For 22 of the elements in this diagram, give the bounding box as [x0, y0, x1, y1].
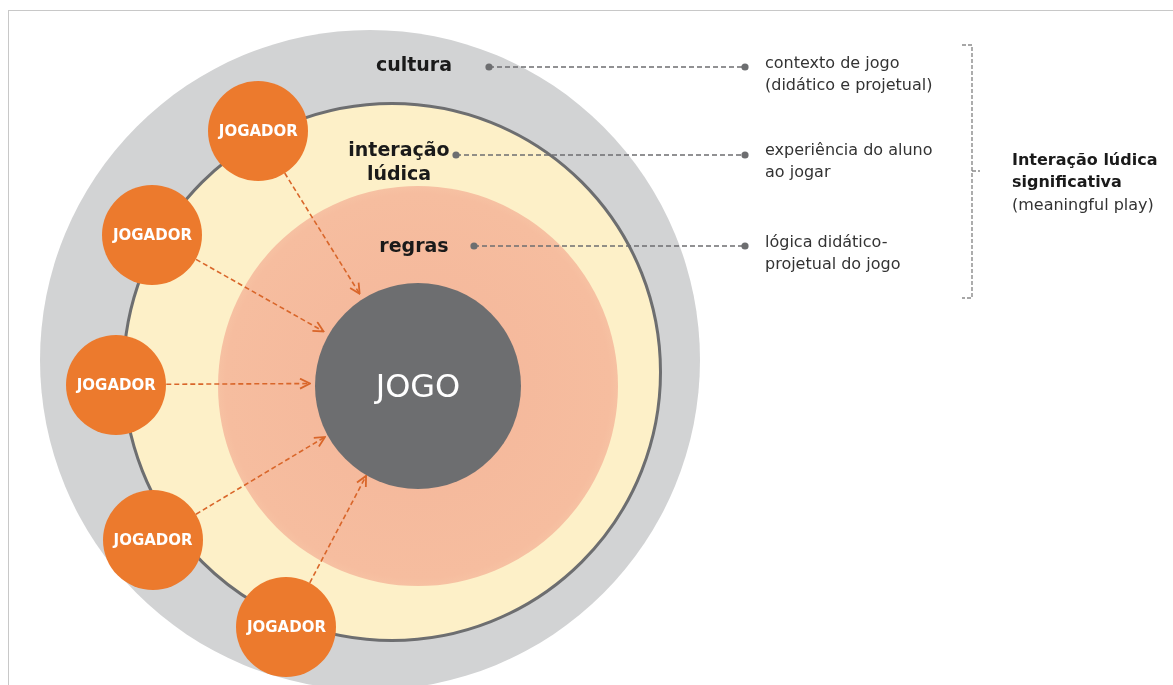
annotation-text: experiência do aluno ao jogar [765, 139, 935, 184]
ring-label: cultura [374, 53, 454, 77]
arrow [283, 172, 361, 295]
player-circle: JOGADOR [102, 184, 203, 285]
arrow [195, 258, 325, 333]
player-circle: JOGADOR [236, 577, 337, 677]
ring-label: regras [378, 234, 450, 258]
arrow [195, 436, 326, 516]
player-circle: JOGADOR [208, 80, 309, 181]
note-heading: Interação lúdica significativa [1012, 149, 1159, 194]
arrow [308, 475, 367, 584]
leader-line [485, 63, 749, 71]
note-subtitle: (meaningful play) [1012, 193, 1154, 216]
annotation-text: lógica didático-projetual do jogo [765, 231, 935, 276]
core-circle: JOGO [315, 283, 521, 489]
annotation-text: contexto de jogo (didático e projetual) [765, 52, 965, 97]
leader-line [470, 242, 749, 250]
leader-line [452, 151, 749, 159]
ring-label: interação lúdica [347, 138, 451, 186]
player-circle: JOGADOR [66, 334, 167, 435]
player-circle: JOGADOR [103, 489, 204, 590]
arrow [165, 377, 311, 390]
